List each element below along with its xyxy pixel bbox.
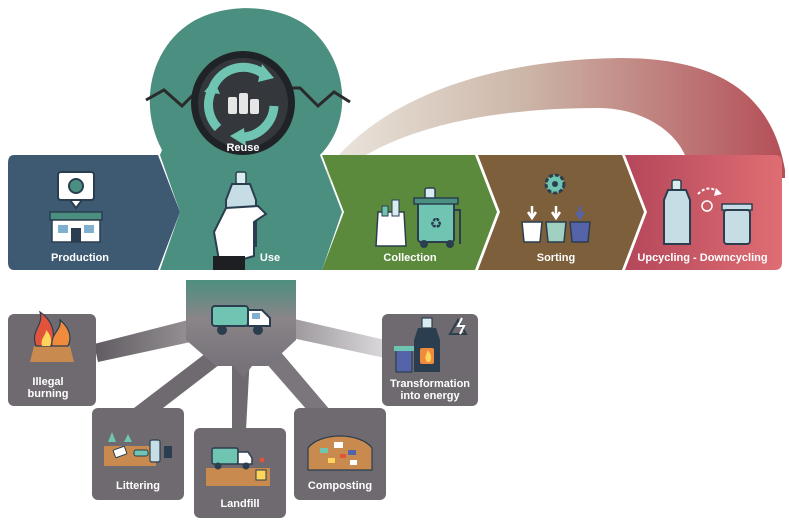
spoke-illegal-burning — [94, 318, 200, 362]
energy-label: Transformation into energy — [389, 378, 471, 402]
spoke-composting — [258, 344, 330, 418]
use-label: Use — [259, 252, 281, 264]
fire-icon — [30, 310, 74, 362]
reuse-cycle — [191, 51, 295, 155]
energy-icon — [394, 317, 468, 373]
sorting-label: Sorting — [536, 252, 576, 264]
littering-icon — [104, 432, 172, 466]
composting-icon — [307, 435, 373, 471]
spoke-littering — [134, 350, 228, 418]
production-label: Production — [50, 252, 110, 264]
sorting-icon — [521, 173, 591, 243]
illegal-burning-label: Illegal burning — [27, 376, 69, 400]
collection-label: Collection — [383, 252, 437, 264]
upcycling-arc — [316, 58, 785, 186]
sorting-stage — [478, 155, 644, 270]
landfill-icon — [206, 447, 270, 486]
factory-icon — [49, 171, 103, 243]
littering-label: Littering — [116, 480, 160, 492]
upcycling-label: Upcycling - Downcycling — [637, 252, 768, 264]
reuse-label: Reuse — [226, 142, 260, 154]
composting-label: Composting — [307, 480, 373, 492]
landfill-label: Landfill — [220, 498, 260, 510]
svg-text:♻: ♻ — [430, 215, 443, 231]
spoke-energy — [290, 318, 394, 360]
garbage-truck-icon — [211, 305, 271, 335]
bottle-hand-icon — [212, 171, 268, 270]
collection-icon: ♻ — [375, 187, 461, 248]
upcycling-icon — [663, 179, 753, 245]
